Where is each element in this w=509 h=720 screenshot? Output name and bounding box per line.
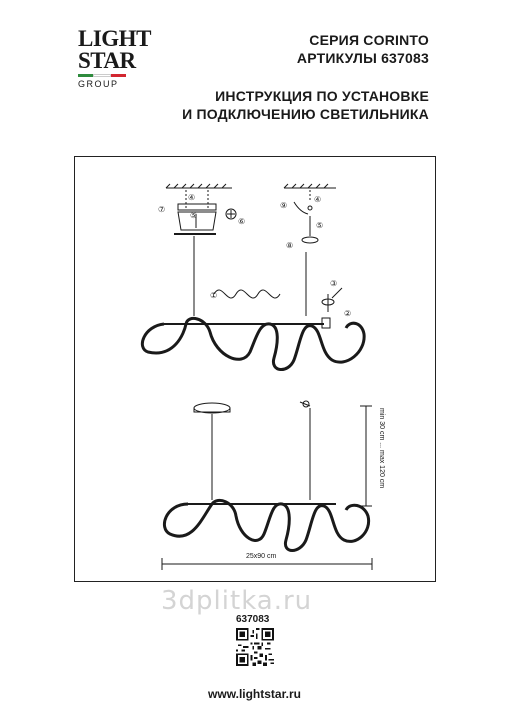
instruction-title-line-2: И ПОДКЛЮЧЕНИЮ СВЕТИЛЬНИКА bbox=[182, 106, 429, 122]
step-label-4-right: ④ bbox=[314, 195, 321, 204]
hook-assembled-icon bbox=[299, 400, 311, 408]
article-number: 637083 bbox=[236, 614, 270, 625]
step-label-6: ⑥ bbox=[238, 217, 245, 226]
width-dimension-line bbox=[161, 558, 373, 570]
step-label-9: ⑨ bbox=[280, 201, 287, 210]
ceiling-right-icon bbox=[283, 183, 336, 189]
qr-code-icon bbox=[236, 628, 274, 666]
height-dimension-line bbox=[360, 405, 372, 507]
spiral-wire-icon bbox=[213, 289, 281, 299]
width-dimension-label: 25x90 cm bbox=[246, 553, 277, 560]
step-label-2: ② bbox=[344, 309, 351, 318]
screw-icon bbox=[321, 287, 343, 312]
lamp-body-exploded bbox=[141, 316, 366, 371]
step-label-1: ① bbox=[210, 291, 217, 300]
series-title: СЕРИЯ CORINTO bbox=[309, 32, 429, 48]
height-dimension-label: min 30 cm ... max 120 cm bbox=[378, 408, 385, 488]
brand-logo: LIGHT STAR GROUP bbox=[78, 26, 151, 112]
hook-mount-icon bbox=[293, 190, 319, 244]
installation-diagram: ⑦ ④ ⑤ ⑥ ⑨ ④ ⑤ ⑧ ① ③ ② min 30 cm ... max … bbox=[141, 183, 385, 570]
instruction-title-line-1: ИНСТРУКЦИЯ ПО УСТАНОВКЕ bbox=[215, 88, 429, 104]
step-label-7: ⑦ bbox=[158, 205, 165, 214]
canopy-assembled-icon bbox=[193, 402, 231, 414]
ceiling-left-icon bbox=[165, 183, 232, 189]
lamp-body-assembled bbox=[163, 499, 371, 552]
step-label-3: ③ bbox=[330, 279, 337, 288]
watermark-text: 3dplitka.ru bbox=[161, 586, 313, 616]
canopy-mount-icon bbox=[174, 190, 237, 235]
logo-line-3: GROUP bbox=[78, 79, 119, 89]
lamp-cap-exploded bbox=[321, 317, 331, 329]
step-label-5-right: ⑤ bbox=[316, 221, 323, 230]
diagram-frame bbox=[74, 156, 436, 582]
logo-line-2: STAR bbox=[78, 48, 136, 73]
step-label-5-left: ⑤ bbox=[190, 211, 197, 220]
step-label-4-left: ④ bbox=[188, 193, 195, 202]
logo-line-1: LIGHT bbox=[78, 26, 151, 51]
website-link[interactable]: www.lightstar.ru bbox=[208, 687, 301, 701]
step-label-8: ⑧ bbox=[286, 241, 293, 250]
articles-title: АРТИКУЛЫ 637083 bbox=[296, 50, 429, 66]
italian-flag-icon bbox=[78, 74, 126, 77]
